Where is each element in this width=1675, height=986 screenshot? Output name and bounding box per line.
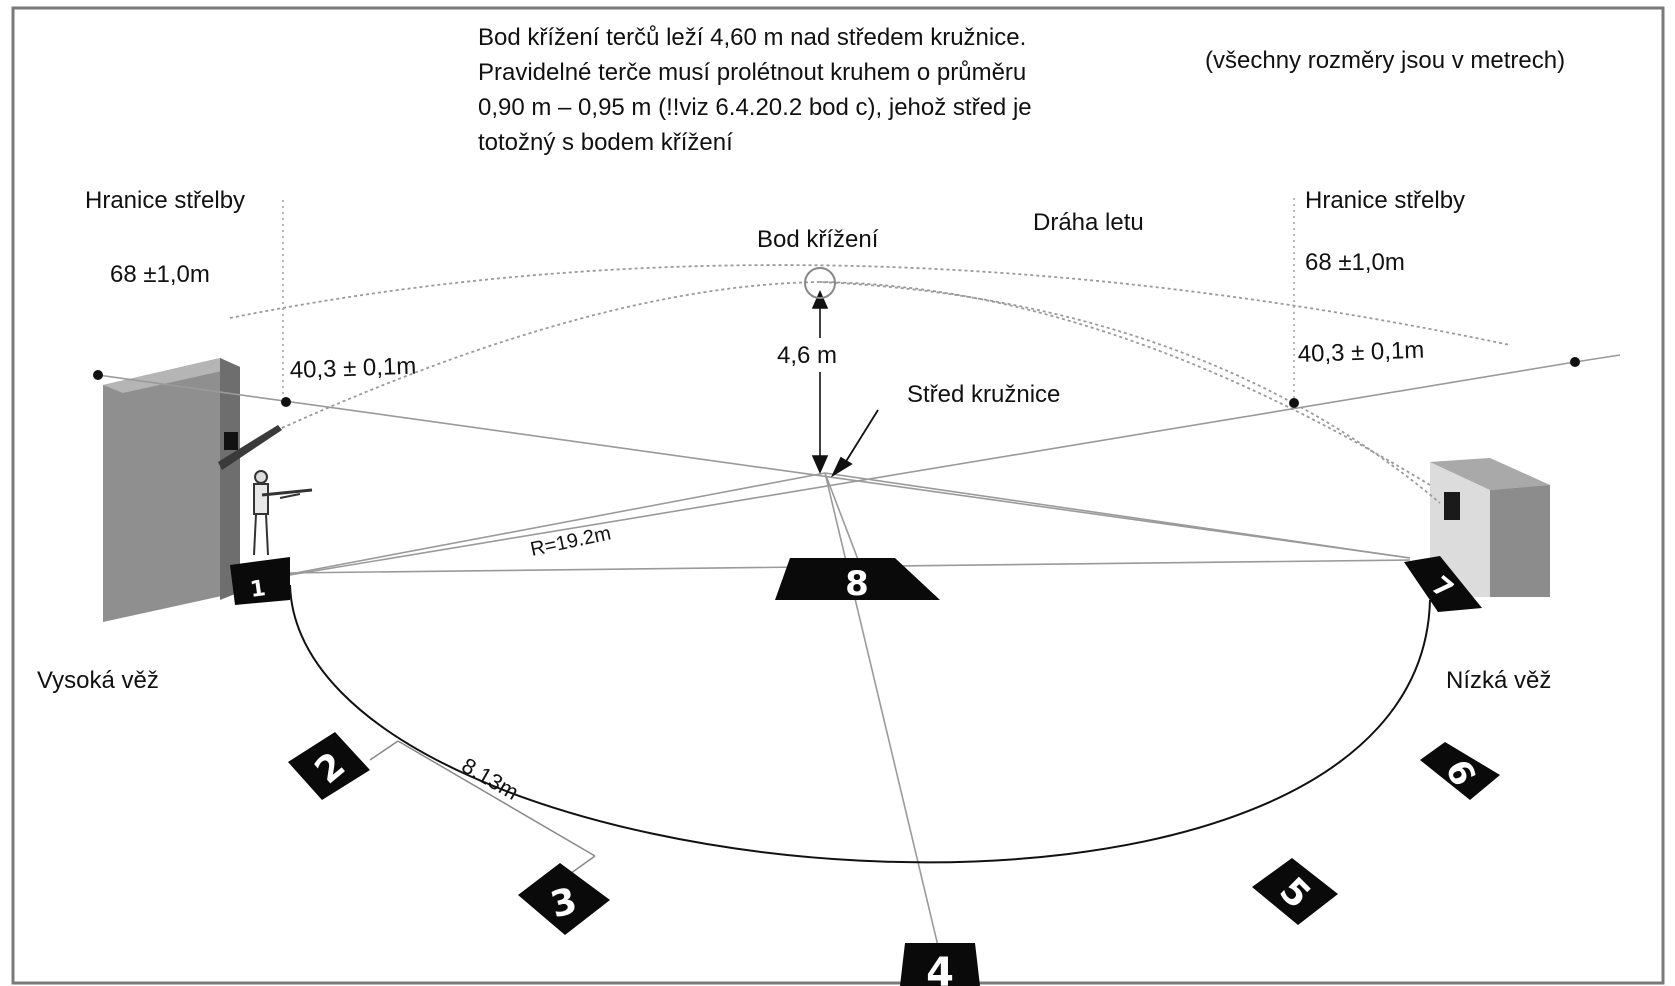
units-note: (všechny rozměry jsou v metrech) bbox=[1205, 47, 1565, 74]
station-2: 2 bbox=[288, 732, 370, 800]
left-distance-68: 68 ±1,0m bbox=[110, 261, 210, 288]
shooter-figure bbox=[253, 470, 313, 556]
boundary-points bbox=[93, 357, 1580, 408]
flight-path-label: Dráha letu bbox=[1033, 209, 1144, 236]
station-5: 5 bbox=[1252, 858, 1338, 925]
flight-path-outer-arc bbox=[229, 264, 1511, 346]
station-4: 4 bbox=[900, 943, 980, 986]
height-dimension bbox=[811, 290, 829, 474]
station-8-number: 8 bbox=[845, 564, 869, 604]
construction-lines bbox=[97, 354, 1621, 947]
right-distance-40: 40,3 ± 0,1m bbox=[1297, 337, 1424, 368]
shooting-boundaries bbox=[282, 198, 1295, 400]
station-3: 3 bbox=[518, 863, 610, 935]
right-40-point bbox=[1289, 398, 1299, 408]
circle-center-label: Střed kružnice bbox=[907, 381, 1060, 408]
crossing-point-circle bbox=[804, 267, 836, 299]
high-tower-label: Vysoká věž bbox=[37, 667, 159, 694]
note-line-3: 0,90 m – 0,95 m (!!viz 6.4.20.2 bod c), … bbox=[478, 94, 1032, 121]
note-line-1: Bod křížení terčů leží 4,60 m nad střede… bbox=[478, 24, 1026, 51]
right-distance-68: 68 ±1,0m bbox=[1305, 249, 1405, 276]
station-1: 1 bbox=[230, 557, 290, 605]
high-tower bbox=[103, 358, 282, 622]
crossing-point-label: Bod křížení bbox=[757, 226, 879, 253]
station-8: 8 bbox=[775, 558, 940, 604]
left-distance-40: 40,3 ± 0,1m bbox=[289, 353, 416, 384]
station-6: 6 bbox=[1420, 742, 1500, 800]
right-68-point bbox=[1570, 357, 1580, 367]
low-tower-label: Nízká věž bbox=[1446, 667, 1551, 694]
left-boundary-label: Hranice střelby bbox=[85, 187, 245, 214]
station-7: 7 bbox=[1404, 556, 1482, 612]
note-line-4: totožný s bodem křížení bbox=[478, 129, 733, 156]
circle-center-arrow bbox=[830, 409, 879, 478]
flight-path-right-tower bbox=[819, 281, 1431, 486]
flight-path-left-tower bbox=[281, 281, 1441, 504]
diagram-frame bbox=[11, 6, 1665, 985]
low-tower bbox=[1430, 458, 1550, 597]
note-line-2: Pravidelné terče musí prolétnout kruhem … bbox=[478, 59, 1026, 86]
station-4-number: 4 bbox=[926, 950, 954, 986]
height-label: 4,6 m bbox=[777, 342, 837, 369]
chord-label: 8.13m bbox=[458, 753, 523, 805]
station-1-number: 1 bbox=[249, 576, 268, 603]
left-68-point bbox=[93, 370, 103, 380]
flight-paths bbox=[229, 264, 1511, 504]
right-boundary-label: Hranice střelby bbox=[1305, 187, 1465, 214]
station-semicircle bbox=[289, 584, 1431, 864]
left-40-point bbox=[281, 397, 291, 407]
